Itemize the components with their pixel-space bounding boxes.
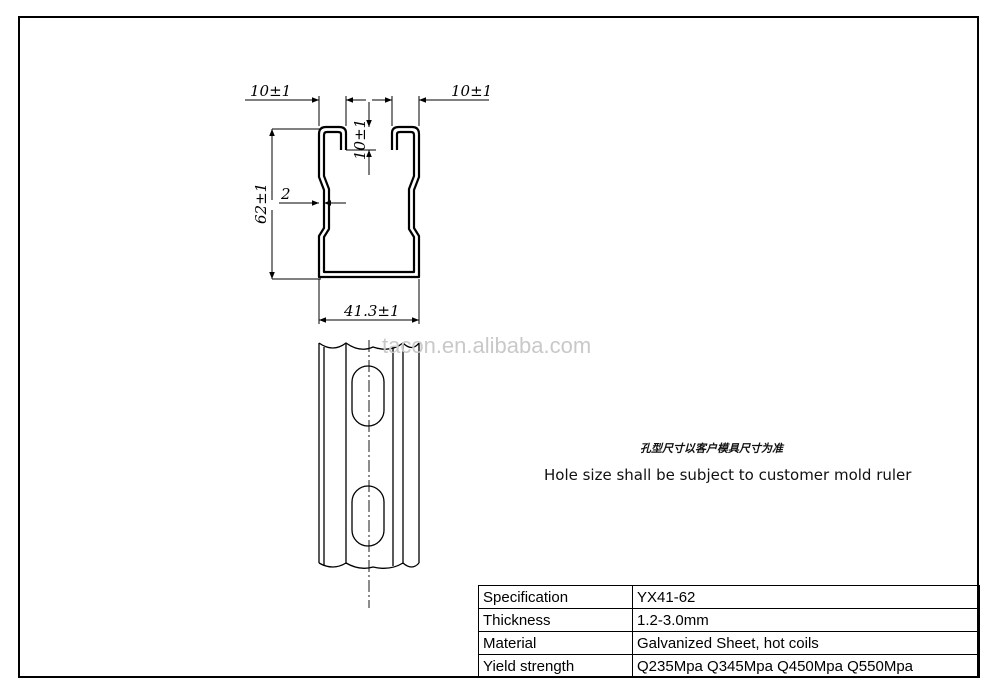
dim-height: 62±1 <box>252 183 270 224</box>
channel-cross-section <box>317 125 421 279</box>
dim-slot-depth: 10±1 <box>351 119 369 160</box>
dim-top-left: 10±1 <box>250 82 291 100</box>
dim-width: 41.3±1 <box>343 302 400 320</box>
thickness-label: Thickness <box>478 608 633 632</box>
yield-strength-value: Q235Mpa Q345Mpa Q450Mpa Q550Mpa <box>632 654 980 678</box>
material-value: Galvanized Sheet, hot coils <box>632 631 980 655</box>
channel-side-view <box>318 342 420 569</box>
dimension-lines <box>245 96 489 324</box>
spec-value: YX41-62 <box>632 585 980 609</box>
thickness-value: 1.2-3.0mm <box>632 608 980 632</box>
table-row: Material Galvanized Sheet, hot coils <box>478 631 980 655</box>
spec-label: Specification <box>478 585 633 609</box>
dimension-labels: 10±1 10±1 10±1 62±1 2 41.3±1 <box>250 82 492 320</box>
note-english: Hole size shall be subject to customer m… <box>544 466 912 484</box>
dim-top-right: 10±1 <box>451 82 492 100</box>
spec-table: Specification YX41-62 Thickness 1.2-3.0m… <box>478 585 980 678</box>
table-row: Thickness 1.2-3.0mm <box>478 608 980 632</box>
slot-hole-upper <box>351 365 385 427</box>
material-label: Material <box>478 631 633 655</box>
table-row: Yield strength Q235Mpa Q345Mpa Q450Mpa Q… <box>478 654 980 678</box>
slot-hole-lower <box>351 485 385 547</box>
watermark: tacon.en.alibaba.com <box>382 333 592 358</box>
yield-strength-label: Yield strength <box>478 654 633 678</box>
table-row: Specification YX41-62 <box>478 585 980 609</box>
dim-thickness: 2 <box>280 185 291 203</box>
note-chinese: 孔型尺寸以客户模具尺寸为准 <box>640 442 783 455</box>
